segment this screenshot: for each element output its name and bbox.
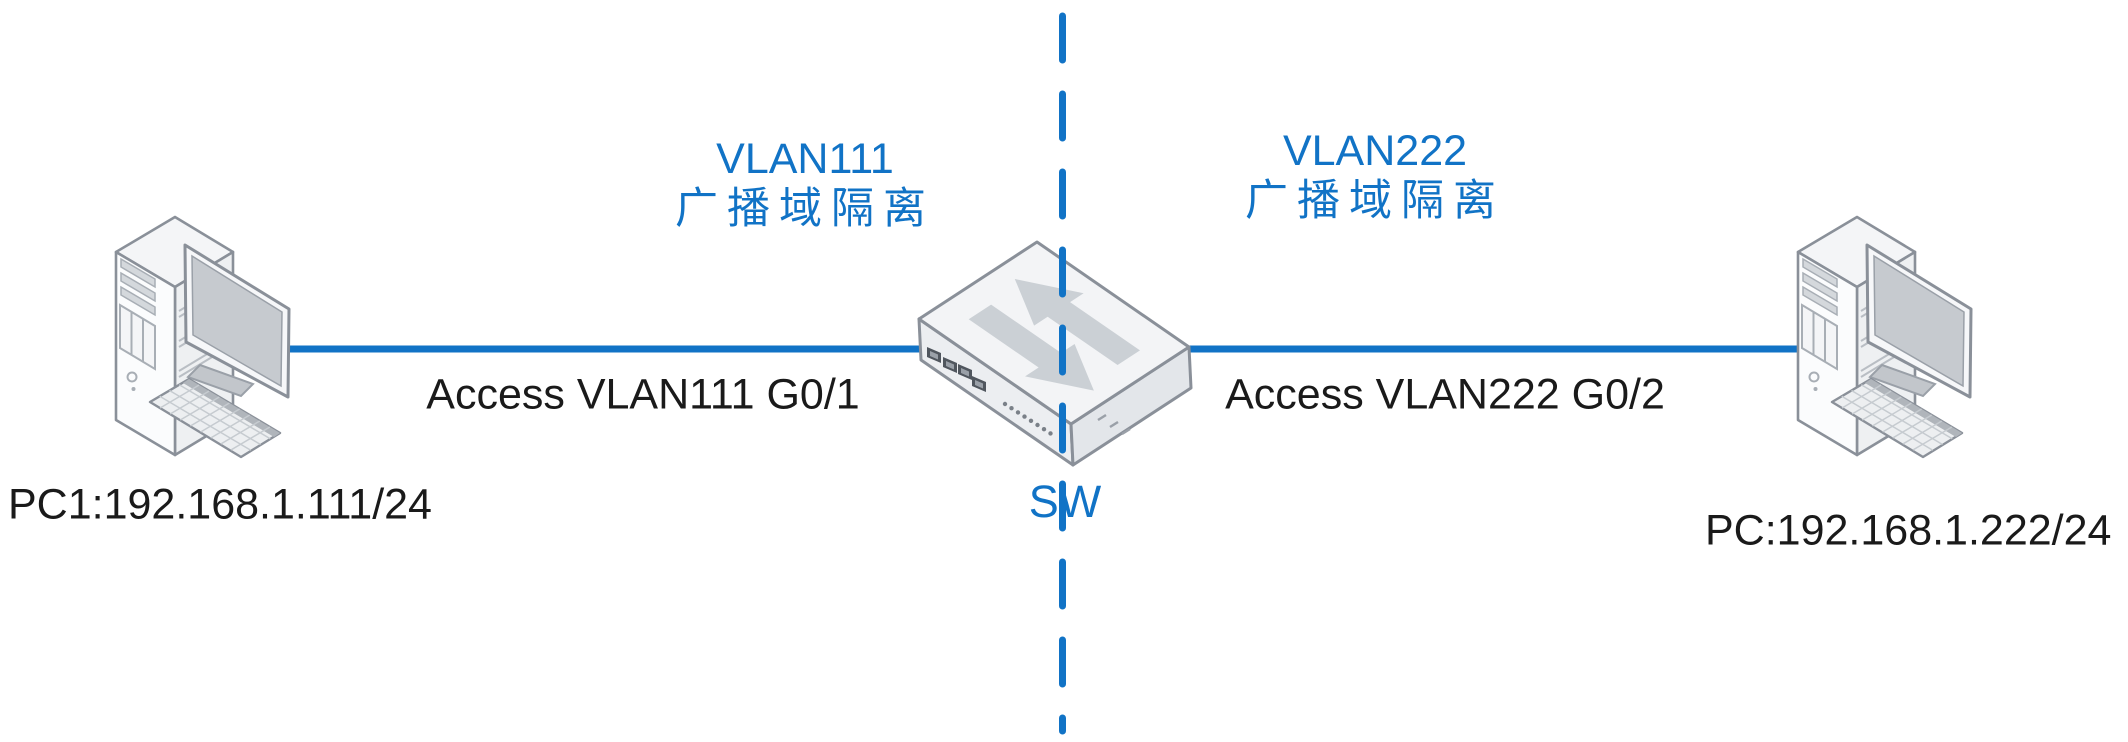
vlan111-caption-line1: VLAN111 (716, 135, 894, 183)
link-left-label: Access VLAN111 G0/1 (426, 370, 860, 419)
pc-left-label: PC1:192.168.1.111/24 (8, 480, 432, 529)
vlan222-caption-line1: VLAN222 (1282, 127, 1468, 175)
pc-right-icon (1796, 215, 1973, 459)
pc-left-icon (114, 215, 291, 459)
pc-right-label: PC:192.168.1.222/24 (1705, 506, 2112, 555)
link-right-label: Access VLAN222 G0/2 (1225, 370, 1665, 419)
switch-led-row (1002, 401, 1053, 436)
vlan111-caption-line2: 广播域隔离 (675, 185, 935, 233)
vlan222-caption: VLAN222 广播域隔离 (1245, 126, 1505, 226)
vlan111-caption: VLAN111 广播域隔离 (675, 134, 935, 234)
vlan222-caption-line2: 广播域隔离 (1245, 177, 1505, 225)
switch-ports (927, 347, 986, 392)
switch-label: SW (1028, 476, 1102, 527)
switch-label-marks (1097, 413, 1131, 436)
switch-icon (917, 240, 1193, 467)
